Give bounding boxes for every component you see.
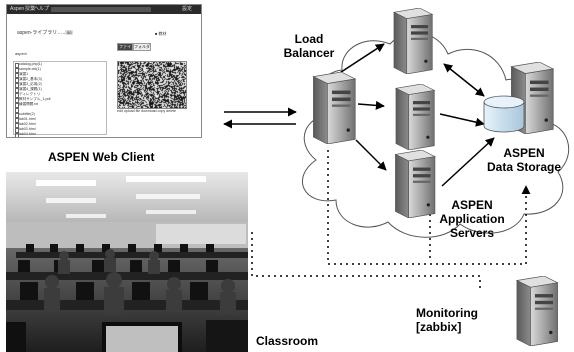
preview-caption: edit upload file download copy delete (117, 109, 176, 113)
tab-settings: 設定 (182, 6, 193, 12)
tree-header: aspen/ (15, 51, 28, 56)
folder-button: フォルダ (133, 43, 151, 51)
app-servers-label: ASPEN Application Servers (439, 198, 505, 240)
load-balancer-label: Load Balancer (283, 32, 335, 60)
tree-item: lab05.html (14, 137, 106, 138)
data-storage-label: ASPEN Data Storage (486, 146, 562, 174)
web-client-screenshot: Aspen 授業 ヘルプ 設定 aspen-ライブラリ…… 50 ■ 教材 ファ… (6, 4, 202, 138)
tree-item: sample.cfd(1) (14, 67, 106, 73)
tree-item: 教材サンプル_1.pdf (14, 97, 106, 103)
tab-help: ヘルプ (34, 6, 50, 12)
url-bar (51, 7, 151, 12)
tree-item: 演習1 (14, 72, 106, 78)
tree-item: 演習4_課題(1) (14, 87, 106, 93)
tab-aspen: Aspen (10, 6, 25, 12)
tree-item: subtitle(2) (14, 112, 106, 118)
library-title: aspen-ライブラリ…… (17, 30, 68, 36)
tree-item: lab04.html (14, 132, 106, 137)
web-client-label: ASPEN Web Client (48, 150, 155, 164)
tree-item: 練習問題.txt (14, 102, 106, 108)
tree-item: catalog.php(1) (14, 62, 106, 68)
tree-item: ディレクトリ (14, 92, 106, 98)
count-badge: 50 (65, 30, 74, 35)
tree-item: lab03.html (14, 127, 106, 133)
tree-item: lab01.html (14, 117, 106, 123)
tree-item: lab02.html (14, 122, 106, 128)
classroom-label: Classroom (256, 334, 319, 348)
monitoring-server-icon (516, 276, 559, 346)
side-link: ■ 教材 (155, 31, 167, 36)
file-button: ファイル (117, 43, 133, 55)
monitoring-label: Monitoring [zabbix] (416, 306, 478, 334)
preview-noise-image (117, 61, 187, 109)
classroom-photo (6, 172, 248, 352)
tree-item (14, 107, 106, 113)
tree-item: 演習2_基本(3) (14, 77, 106, 83)
tab-class: 授業 (25, 6, 36, 12)
tree-item: 演習3_応用(2) (14, 82, 106, 88)
